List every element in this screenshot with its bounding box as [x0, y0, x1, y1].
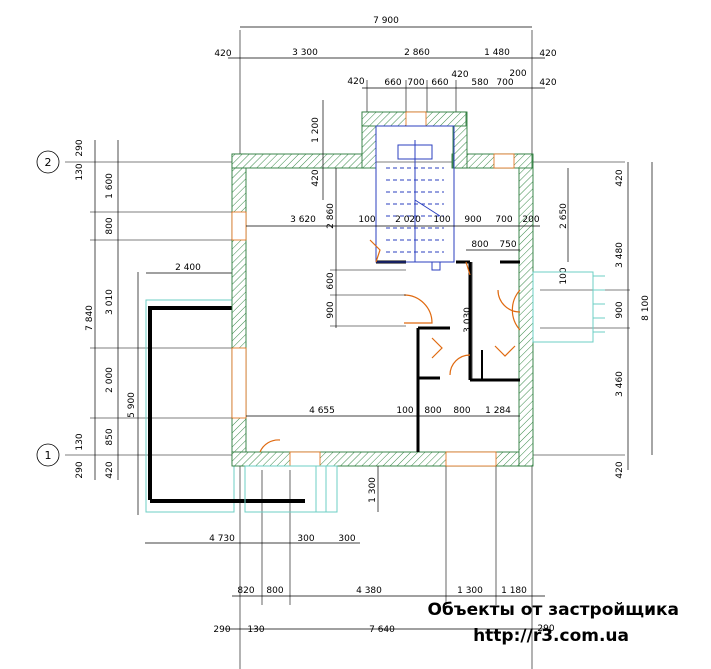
dim-2020: 2 020 — [395, 215, 421, 225]
dim-v1300: 1 300 — [368, 477, 378, 503]
dim-left-1600: 1 600 — [105, 173, 115, 199]
dim-left-130b: 130 — [75, 433, 85, 450]
dim-3620: 3 620 — [290, 215, 316, 225]
walls — [231, 111, 534, 467]
dim-bottom-300a: 300 — [297, 534, 314, 544]
dim-left-290a: 290 — [75, 139, 85, 156]
top-dimensions: 7 900 420 3 300 2 860 1 480 420 420 660 … — [214, 16, 557, 112]
dim-overall-top: 7 900 — [373, 16, 399, 26]
dim-bottom-1300: 1 300 — [457, 586, 483, 596]
dim-top3-420b: 420 — [451, 70, 468, 80]
dim-900: 900 — [464, 215, 481, 225]
watermark-line2: http://r3.com.ua — [473, 626, 629, 646]
dim-v600: 600 — [326, 272, 336, 289]
dim-2400: 2 400 — [175, 263, 201, 273]
dim-right-3480: 3 480 — [615, 242, 625, 268]
dim-window-1200: 1 200 — [311, 117, 321, 143]
dim-top-420-right: 420 — [539, 49, 556, 59]
dim-top3-420c: 420 — [539, 78, 556, 88]
dim-top3-200: 200 — [509, 69, 526, 79]
dim-left-2000: 2 000 — [105, 367, 115, 393]
staircase — [375, 125, 455, 271]
dim-left-5900: 5 900 — [127, 392, 137, 418]
dim-top3-580: 580 — [471, 78, 488, 88]
bottom-dimensions: 4 730 300 300 820 800 4 380 1 300 1 180 … — [145, 455, 555, 635]
dim-left-130a: 130 — [75, 163, 85, 180]
dim-right-420a: 420 — [615, 169, 625, 186]
terrace: 2 400 — [145, 263, 305, 513]
dim-left-850: 850 — [105, 428, 115, 445]
interior-dimensions: 3 620 100 2 020 100 900 700 200 800 750 … — [246, 100, 540, 512]
dim-right-8100: 8 100 — [641, 295, 651, 321]
dim-left-3010: 3 010 — [105, 289, 115, 315]
porches — [244, 271, 605, 513]
dim-top3-660a: 660 — [384, 78, 401, 88]
dim-v2860: 2 860 — [326, 203, 336, 229]
axis-marker-1-label: 1 — [45, 449, 52, 462]
dim-bottom2-7640: 7 640 — [369, 625, 395, 635]
dim-bottom-300b: 300 — [338, 534, 355, 544]
dim-100a: 100 — [358, 215, 375, 225]
dim-top3-420a: 420 — [347, 77, 364, 87]
dim-right-100: 100 — [559, 267, 569, 284]
dim-700: 700 — [495, 215, 512, 225]
dim-right-3460: 3 460 — [615, 371, 625, 397]
dim-top-420-left: 420 — [214, 49, 231, 59]
dim-v900: 900 — [326, 301, 336, 318]
dim-100c: 100 — [396, 406, 413, 416]
axis-marker-2: 2 — [36, 150, 60, 174]
dim-left-7840: 7 840 — [85, 305, 95, 331]
dim-v3030: 3 030 — [463, 307, 473, 333]
dim-800: 800 — [471, 240, 488, 250]
dim-right-900: 900 — [615, 301, 625, 318]
watermark-line1: Объекты от застройщика — [427, 600, 679, 620]
axis-marker-2-label: 2 — [45, 156, 52, 169]
dim-bottom2-290b: 290 — [537, 624, 554, 634]
dim-top-2860: 2 860 — [404, 48, 430, 58]
dim-right-2650: 2 650 — [559, 203, 569, 229]
dim-bottom-4380: 4 380 — [356, 586, 382, 596]
axis-marker-1: 1 — [36, 443, 60, 467]
dim-200: 200 — [522, 215, 539, 225]
dim-top-3300: 3 300 — [292, 48, 318, 58]
dim-750: 750 — [499, 240, 516, 250]
dim-bottom2-130: 130 — [247, 625, 264, 635]
left-dimensions: 290 130 1 600 800 7 840 3 010 5 900 2 00… — [75, 139, 232, 515]
dim-bottom-800: 800 — [266, 586, 283, 596]
dim-left-290b: 290 — [75, 461, 85, 478]
dim-1284: 1 284 — [485, 406, 511, 416]
doors — [259, 239, 521, 453]
dim-800c: 800 — [453, 406, 470, 416]
dim-left-420: 420 — [105, 461, 115, 478]
dim-bottom2-290a: 290 — [213, 625, 230, 635]
dim-4655: 4 655 — [309, 406, 335, 416]
right-dimensions: 420 3 480 900 3 460 420 8 100 2 650 100 — [540, 162, 653, 479]
dim-bottom-1180: 1 180 — [501, 586, 527, 596]
dim-top3-700b: 700 — [496, 78, 513, 88]
dim-800b: 800 — [424, 406, 441, 416]
dim-v420: 420 — [311, 169, 321, 186]
dim-top-1480: 1 480 — [484, 48, 510, 58]
dim-bottom-4730: 4 730 — [209, 534, 235, 544]
dim-left-800: 800 — [105, 217, 115, 234]
dim-right-420b: 420 — [615, 461, 625, 478]
dim-bottom-820: 820 — [237, 586, 254, 596]
dim-100b: 100 — [433, 215, 450, 225]
dim-top3-700: 700 — [407, 78, 424, 88]
dim-top3-660b: 660 — [431, 78, 448, 88]
